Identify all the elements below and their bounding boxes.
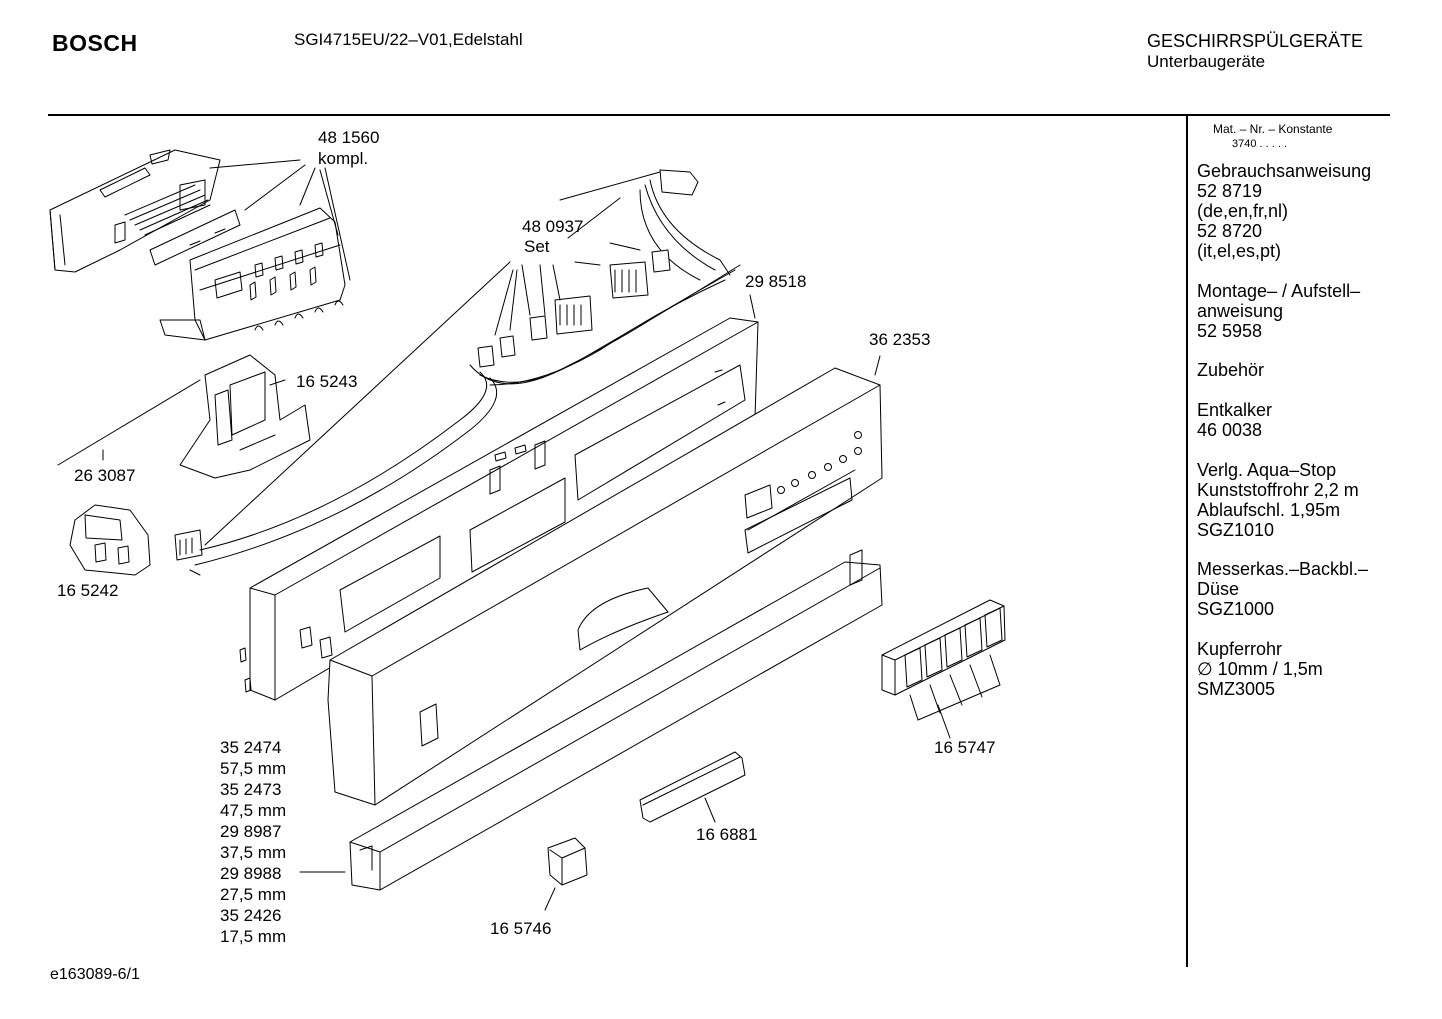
knob-cap-part	[545, 838, 587, 910]
part-number-label: 48 1560	[318, 128, 380, 147]
switch-block-part	[70, 505, 150, 575]
model-title: SGI4715EU/22–V01,Edelstahl	[294, 30, 523, 49]
part-note-label: kompl.	[318, 149, 369, 168]
sidebar-line: Düse	[1197, 579, 1240, 599]
sidebar-line: SGZ1000	[1197, 599, 1275, 619]
variant-label: 35 2426	[220, 906, 282, 925]
variant-label: 57,5 mm	[220, 759, 287, 778]
category-title: GESCHIRRSPÜLGERÄTE	[1147, 31, 1364, 51]
part-number-label: 16 5746	[490, 919, 552, 938]
drawing-id: e163089-6/1	[50, 966, 140, 983]
variant-label: 37,5 mm	[220, 843, 287, 862]
sidebar-line: Entkalker	[1197, 400, 1273, 420]
part-number-label: 36 2353	[869, 330, 931, 349]
cover-strip-part	[640, 752, 745, 822]
part-number-label: 29 8518	[745, 272, 807, 291]
part-number-label: 26 3087	[74, 466, 136, 485]
mat-nr-label: Mat. – Nr. – Konstante	[1213, 122, 1333, 136]
variant-label: 29 8988	[220, 864, 282, 883]
part-number-label: 48 0937	[522, 217, 584, 236]
sidebar-line: 52 8719	[1197, 181, 1263, 201]
part-number-label: 16 5242	[57, 581, 119, 600]
sidebar-line: 52 5958	[1197, 321, 1263, 341]
trim-strip-part	[300, 550, 882, 890]
sidebar-line: Kupferrohr	[1197, 639, 1283, 659]
part-number-label: 16 5243	[296, 372, 358, 391]
sidebar-line: Montage– / Aufstell–	[1197, 281, 1361, 301]
variant-label: 35 2474	[220, 738, 282, 757]
header-divider	[48, 114, 1390, 116]
sidebar-line: 52 8720	[1197, 221, 1263, 241]
sidebar-line: ∅ 10mm / 1,5m	[1197, 659, 1323, 679]
sidebar-line: 46 0038	[1197, 420, 1263, 440]
sidebar-line: Ablaufschl. 1,95m	[1197, 500, 1341, 520]
part-number-label: 16 5747	[934, 738, 996, 757]
sidebar-line: SGZ1010	[1197, 520, 1275, 540]
sidebar-line: Messerkas.–Backbl.–	[1197, 559, 1369, 579]
sidebar-divider	[1186, 116, 1188, 967]
sidebar-line: (it,el,es,pt)	[1197, 241, 1282, 261]
front-panel-part	[328, 356, 882, 805]
variant-label: 29 8987	[220, 822, 282, 841]
part-note-label: Set	[524, 237, 550, 256]
control-module-part	[50, 150, 350, 340]
sidebar-line: SMZ3005	[1197, 679, 1276, 699]
sidebar-line: anweisung	[1197, 301, 1284, 321]
category-subtitle: Unterbaugeräte	[1147, 52, 1266, 71]
sidebar-line: (de,en,fr,nl)	[1197, 201, 1289, 221]
sidebar-line: Verlg. Aqua–Stop	[1197, 460, 1337, 480]
sidebar-line: Gebrauchsanweisung	[1197, 161, 1372, 181]
part-number-label: 16 6881	[696, 825, 758, 844]
detergent-bracket-part	[58, 355, 310, 478]
konstante-value: 3740 . . . . .	[1232, 138, 1288, 150]
brand-logo: BOSCH	[52, 30, 138, 56]
connector-set-part	[175, 170, 740, 575]
button-block-part	[882, 600, 1005, 738]
variant-label: 47,5 mm	[220, 801, 287, 820]
variant-label: 35 2473	[220, 780, 282, 799]
sidebar-line: Zubehör	[1197, 360, 1265, 380]
sidebar-line: Kunststoffrohr 2,2 m	[1197, 480, 1359, 500]
variant-label: 27,5 mm	[220, 885, 287, 904]
variant-label: 17,5 mm	[220, 927, 287, 946]
